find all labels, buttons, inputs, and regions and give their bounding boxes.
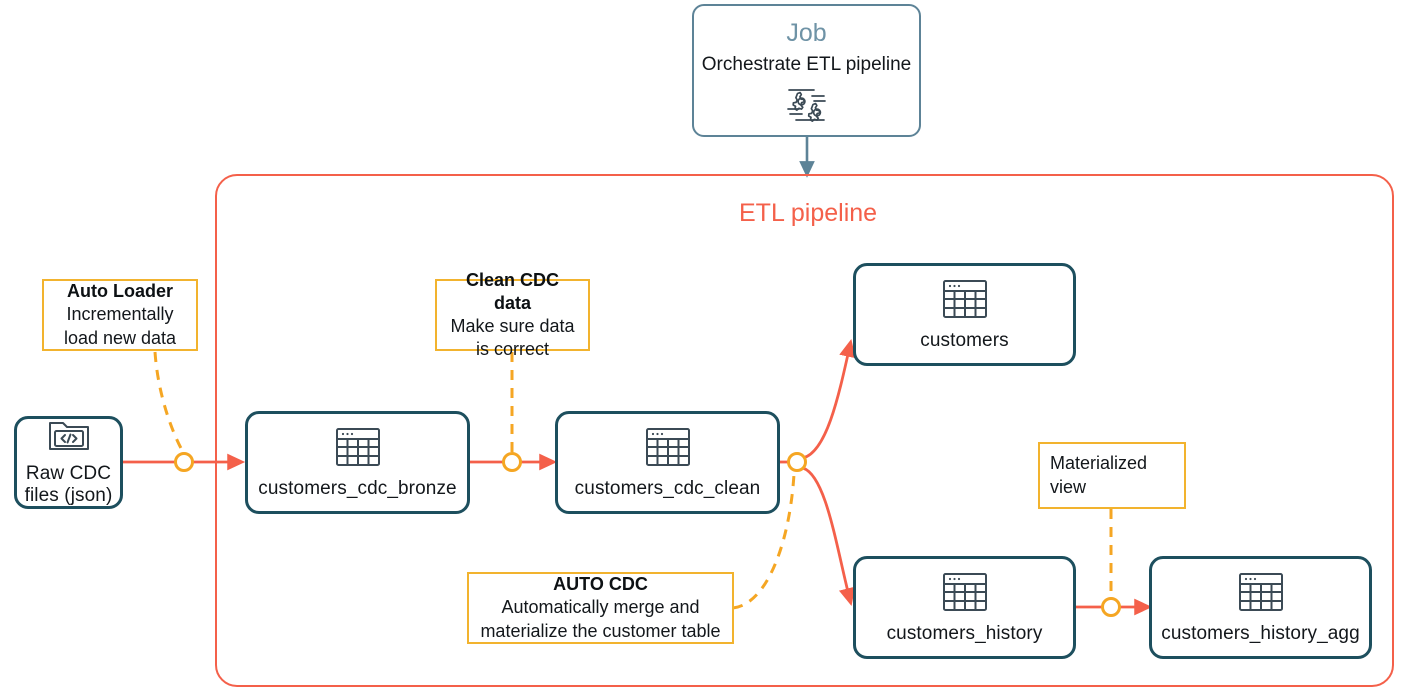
callout-materialized-view: Materialized view	[1038, 442, 1186, 509]
node-raw-cdc-files[interactable]: Raw CDC files (json)	[14, 416, 123, 509]
node-label: customers_history	[886, 623, 1043, 645]
gears-workflow-icon	[784, 85, 830, 125]
callout-auto-cdc: AUTO CDC Automatically merge and materia…	[467, 572, 734, 644]
callout-body: Make sure data is correct	[450, 316, 575, 360]
node-label: customers_history_agg	[1161, 623, 1360, 645]
etl-pipeline-title: ETL pipeline	[739, 199, 878, 227]
table-icon	[1237, 570, 1285, 614]
table-icon	[941, 277, 989, 321]
table-icon	[334, 425, 382, 469]
node-label: customers_cdc_clean	[574, 478, 761, 500]
callout-title: AUTO CDC	[553, 574, 648, 595]
callout-clean-cdc-data: Clean CDC data Make sure data is correct	[435, 270, 590, 359]
leader-auto-loader	[153, 351, 185, 453]
job-title: Job	[786, 19, 827, 47]
node-customers-history[interactable]: customers_history	[853, 556, 1076, 659]
job-box[interactable]: Job Orchestrate ETL pipeline	[692, 4, 921, 137]
node-customers[interactable]: customers	[853, 263, 1076, 366]
connector-dot-auto-loader	[174, 452, 194, 472]
callout-body: Automatically merge and materialize the …	[480, 597, 721, 641]
node-customers-cdc-bronze[interactable]: customers_cdc_bronze	[245, 411, 470, 514]
callout-auto-loader: Auto Loader Incrementally load new data	[42, 279, 198, 351]
node-label: Raw CDC files (json)	[24, 463, 113, 506]
node-customers-cdc-clean[interactable]: customers_cdc_clean	[555, 411, 780, 514]
etl-pipeline-frame	[215, 174, 1394, 687]
folder-code-icon	[47, 418, 91, 454]
table-icon	[941, 570, 989, 614]
node-label: customers	[920, 330, 1009, 352]
node-customers-history-agg[interactable]: customers_history_agg	[1149, 556, 1372, 659]
callout-body: Incrementally load new data	[63, 304, 177, 348]
callout-body: Materialized view	[1050, 453, 1148, 497]
job-subtitle: Orchestrate ETL pipeline	[701, 53, 912, 75]
callout-title: Clean CDC data	[465, 269, 559, 313]
node-label: customers_cdc_bronze	[258, 478, 457, 500]
callout-title: Auto Loader	[67, 281, 173, 302]
table-icon	[644, 425, 692, 469]
